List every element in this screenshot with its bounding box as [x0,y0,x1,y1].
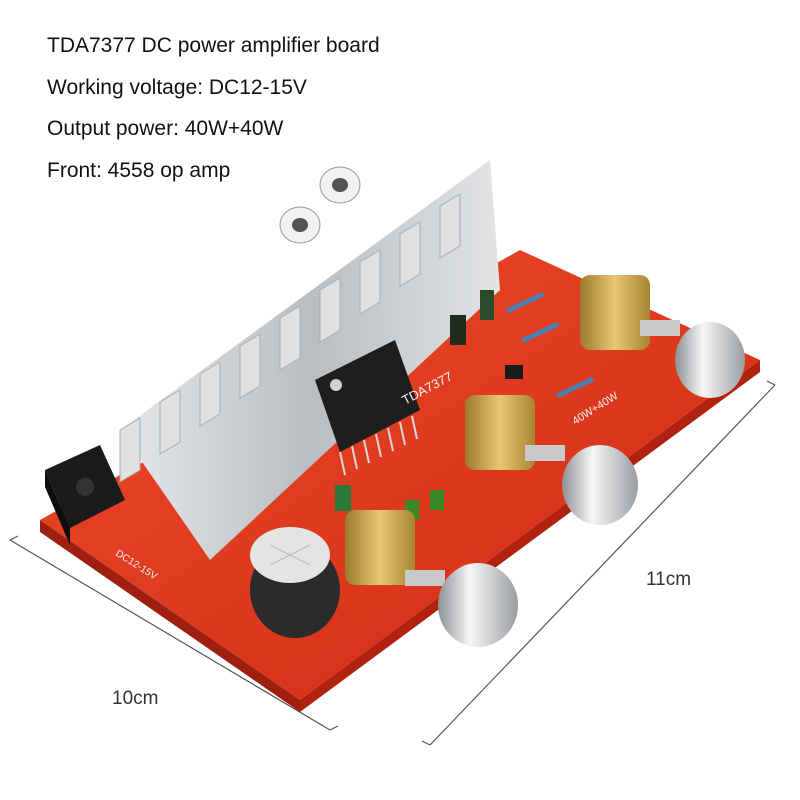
small-components [335,290,595,520]
potentiometer-knob-2 [465,395,638,525]
potentiometer-knob-1 [580,275,745,398]
rca-input-jacks [279,166,361,244]
potentiometer-knob-3 [345,510,518,647]
spec-line-voltage: Working voltage: DC12-15V [47,76,307,99]
filter-capacitor [250,527,340,638]
dc-jack-icon [45,445,125,545]
width-dimension-label: 10cm [112,688,159,709]
length-dimension-label: 11cm [646,569,692,590]
tda7377-chip [315,340,420,476]
pcb-board [40,250,760,700]
spec-line-output-power: Output power: 40W+40W [47,117,284,140]
heatsink [119,160,500,560]
dimension-lines [9,380,776,746]
spec-line-op-amp: Front: 4558 op amp [47,159,231,182]
spec-line-model: TDA7377 DC power amplifier board [47,34,380,57]
